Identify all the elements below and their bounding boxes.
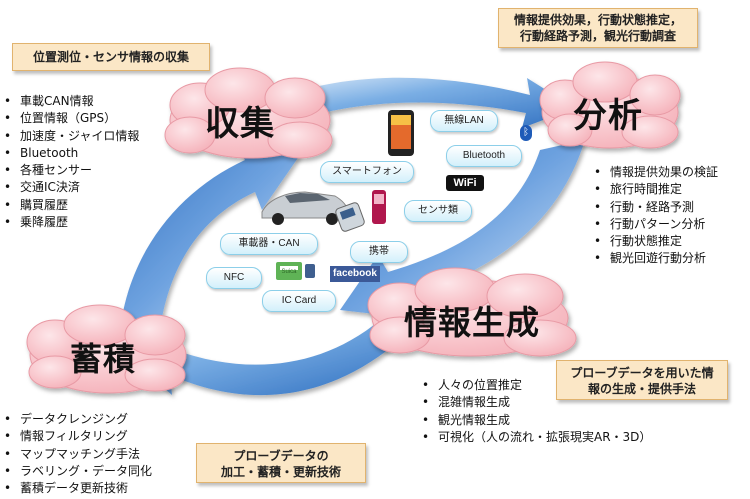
list-item: 蓄積データ更新技術 bbox=[0, 480, 152, 498]
cloud-analyze bbox=[539, 61, 681, 149]
list-item: ラベリング・データ同化 bbox=[0, 463, 152, 481]
list-item: 購買履歴 bbox=[0, 197, 139, 215]
arrow-analyze-to-generate bbox=[340, 140, 585, 318]
list-item: 加速度・ジャイロ情報 bbox=[0, 128, 139, 146]
list-item: 行動パターン分析 bbox=[590, 216, 718, 234]
cloud-generate bbox=[367, 267, 577, 357]
list-item: 人々の位置推定 bbox=[418, 377, 651, 395]
card-icon bbox=[305, 264, 315, 278]
stage-analyze-label: 分析 bbox=[573, 96, 643, 136]
list-item: 位置情報（GPS） bbox=[0, 110, 139, 128]
list-item: Bluetooth bbox=[0, 145, 139, 163]
list-item: 観光回遊行動分析 bbox=[590, 250, 718, 268]
arrow-store-to-collect bbox=[120, 145, 300, 330]
pill-wlan: 無線LAN bbox=[430, 110, 498, 132]
cloud-store bbox=[26, 304, 187, 394]
list-item: データクレンジング bbox=[0, 411, 152, 429]
callout-store-line2: 加工・蓄積・更新技術 bbox=[220, 465, 341, 479]
bluetooth-icon: ᛒ bbox=[520, 125, 532, 141]
list-item: 交通IC決済 bbox=[0, 179, 139, 197]
pill-smartphone: スマートフォン bbox=[320, 161, 414, 183]
pill-bluetooth: Bluetooth bbox=[446, 145, 522, 167]
callout-store-line1: プローブデータの bbox=[233, 449, 329, 463]
list-item: 観光情報生成 bbox=[418, 412, 651, 430]
car-image bbox=[261, 191, 351, 225]
payment-terminal-image bbox=[335, 202, 365, 232]
suica-logo: Suica bbox=[281, 269, 297, 275]
stage-collect-label: 収集 bbox=[205, 104, 275, 144]
cloud-collect bbox=[164, 67, 333, 159]
arrow-collect-to-analyze bbox=[250, 77, 575, 130]
arrow-generate-to-store bbox=[120, 320, 400, 396]
list-item: 車載CAN情報 bbox=[0, 93, 139, 111]
pill-iccard: IC Card bbox=[262, 290, 336, 312]
list-item: 各種センサー bbox=[0, 162, 139, 180]
callout-analyze-line2: 行動経路予測，観光行動調査 bbox=[519, 29, 676, 43]
list-generate: 人々の位置推定 混雑情報生成 観光情報生成 可視化（人の流れ・拡張現実AR・3D… bbox=[418, 377, 651, 446]
pill-keitai: 携帯 bbox=[350, 241, 408, 263]
list-item: 可視化（人の流れ・拡張現実AR・3D） bbox=[418, 429, 651, 447]
list-item: 情報フィルタリング bbox=[0, 428, 152, 446]
flip-phone-image bbox=[372, 190, 386, 224]
facebook-logo: facebook bbox=[330, 266, 380, 282]
callout-analyze: 情報提供効果，行動状態推定， 行動経路予測，観光行動調査 bbox=[498, 8, 698, 48]
callout-store: プローブデータの 加工・蓄積・更新技術 bbox=[196, 443, 366, 483]
list-item: マップマッチング手法 bbox=[0, 446, 152, 464]
pill-sensor: センサ類 bbox=[404, 200, 472, 222]
list-item: 行動状態推定 bbox=[590, 233, 718, 251]
callout-collect: 位置測位・センサ情報の収集 bbox=[12, 43, 210, 71]
callout-analyze-line1: 情報提供効果，行動状態推定， bbox=[513, 13, 682, 27]
list-item: 混雑情報生成 bbox=[418, 394, 651, 412]
smartphone-image bbox=[388, 110, 414, 156]
pill-can: 車載器・CAN bbox=[220, 233, 318, 255]
list-collect: 車載CAN情報 位置情報（GPS） 加速度・ジャイロ情報 Bluetooth 各… bbox=[0, 93, 139, 232]
suica-card-image bbox=[276, 262, 302, 280]
stage-generate-label: 情報生成 bbox=[404, 303, 540, 342]
list-analyze: 情報提供効果の検証 旅行時間推定 行動・経路予測 行動パターン分析 行動状態推定… bbox=[590, 164, 718, 268]
stage-store-label: 蓄積 bbox=[70, 340, 137, 378]
list-item: 乗降履歴 bbox=[0, 214, 139, 232]
list-store: データクレンジング 情報フィルタリング マップマッチング手法 ラベリング・データ… bbox=[0, 411, 152, 498]
list-item: 行動・経路予測 bbox=[590, 199, 718, 217]
list-item: 情報提供効果の検証 bbox=[590, 164, 718, 182]
list-item: 旅行時間推定 bbox=[590, 181, 718, 199]
pill-nfc: NFC bbox=[206, 267, 262, 289]
wifi-logo: WiFi bbox=[446, 175, 484, 191]
